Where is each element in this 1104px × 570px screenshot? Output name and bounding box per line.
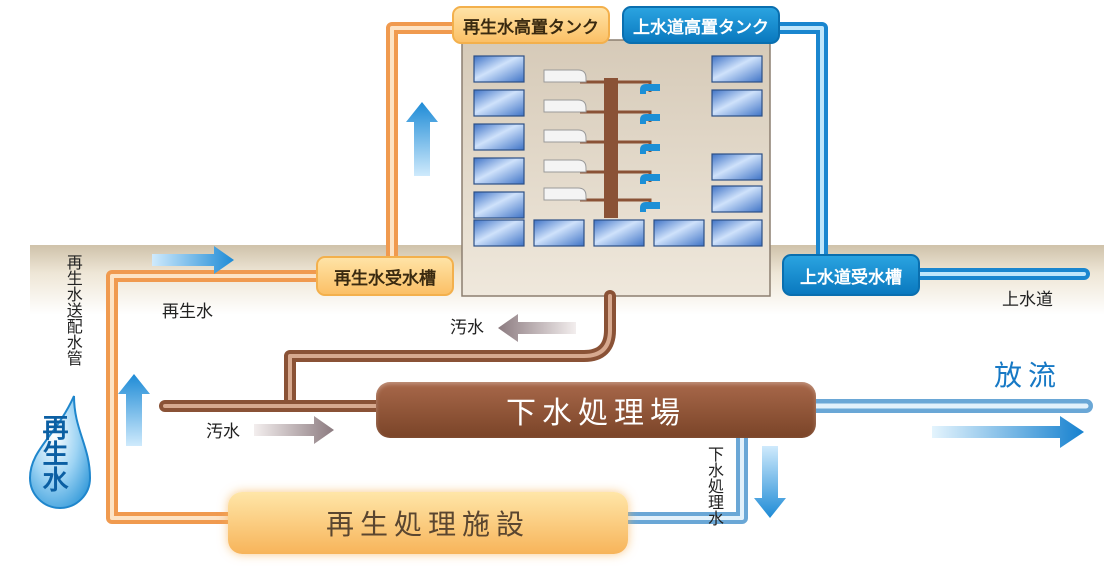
recycled-pipes xyxy=(106,22,540,524)
recycled-elevated-tank-label: 再生水高置タンク xyxy=(452,6,610,44)
recycled-water-label: 再生水 xyxy=(162,302,213,322)
toilet-fixtures xyxy=(543,69,587,201)
flow-arrows xyxy=(118,102,1084,518)
tap-elevated-tank-label: 上水道高置タンク xyxy=(622,6,780,44)
sewage-label-bottom: 汚水 xyxy=(206,422,240,442)
sewage-plant-label: 下水処理場 xyxy=(376,382,816,438)
drop-label: 再生水 xyxy=(38,414,68,492)
recycled-supply-pipe-label: 再生水送配水管 xyxy=(63,254,83,366)
tap-water-label: 上水道 xyxy=(1002,290,1053,310)
sewage-pipes xyxy=(159,290,616,412)
discharge-label: 放流 xyxy=(994,359,1063,392)
building-windows xyxy=(473,55,763,247)
treated-water-label: 下水処理水 xyxy=(705,446,724,526)
reclamation-facility-label: 再生処理施設 xyxy=(228,492,628,554)
recycled-receiving-tank-label: 再生水受水槽 xyxy=(316,256,454,296)
sewage-label-top: 汚水 xyxy=(450,318,484,338)
water-drop xyxy=(28,395,92,509)
tap-receiving-tank-label: 上水道受水槽 xyxy=(782,254,920,296)
faucet-fixtures xyxy=(640,84,660,212)
